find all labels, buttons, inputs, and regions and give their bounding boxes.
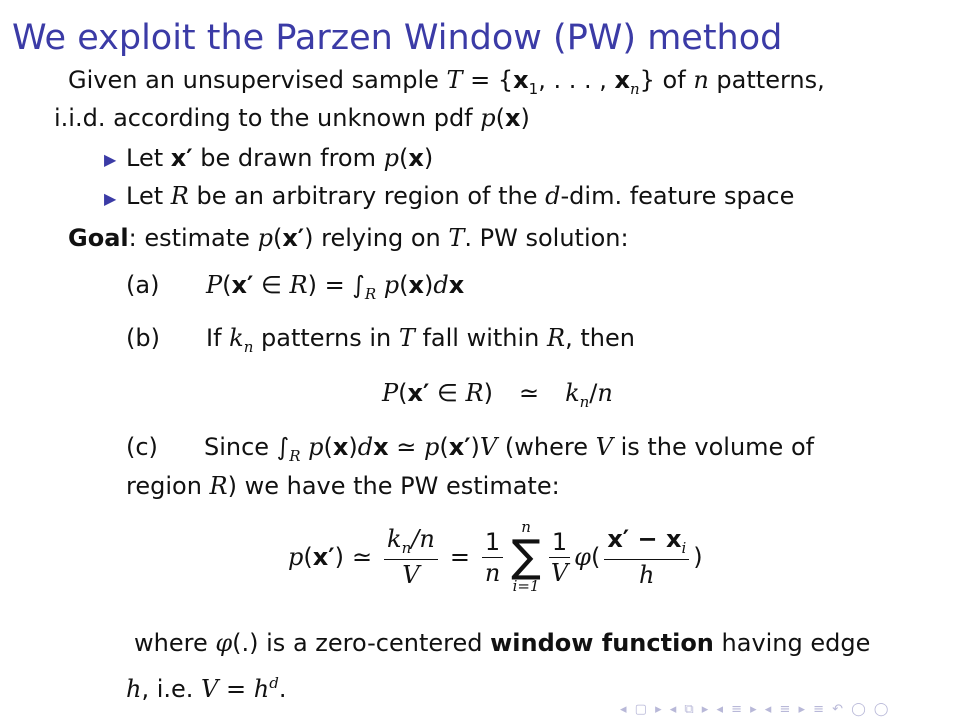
where-line: where φ(.) is a zero-centered window fun… [134, 629, 871, 657]
bullet-2: Let R be an arbitrary region of the d-di… [126, 182, 795, 210]
goal-line: Goal: estimate p(x′) relying on T. PW so… [68, 224, 629, 252]
step-b-equation: P(x′ ∈ R)≃kn/n [382, 379, 613, 411]
intro-line-1: Given an unsupervised sample T = {x1, . … [68, 66, 825, 98]
intro-line-2: i.i.d. according to the unknown pdf p(x) [54, 104, 530, 132]
where-line-2: h, i.e. V = hd. [126, 674, 287, 703]
step-c: (c)Since ∫R p(x)dx ≃ p(x′)V (where V is … [126, 433, 815, 465]
summation-icon: n∑i=1 [511, 518, 541, 595]
bullet-1: Let x′ be drawn from p(x) [126, 144, 434, 172]
step-a: (a)P(x′ ∈ R) = ∫R p(x)dx [126, 271, 465, 303]
step-c-line-2: region R) we have the PW estimate: [126, 472, 560, 500]
bullet-icon: ▶ [104, 150, 117, 169]
beamer-navigation-icons[interactable]: ◂ ▢ ▸ ◂ ⧉ ▸ ◂ ≡ ▸ ◂ ≡ ▸ ≡ ↶ ◯ ◯ [620, 702, 891, 717]
slide-title: We exploit the Parzen Window (PW) method [12, 18, 783, 58]
bullet-icon: ▶ [104, 189, 117, 208]
step-b: (b)If kn patterns in T fall within R, th… [126, 324, 635, 356]
